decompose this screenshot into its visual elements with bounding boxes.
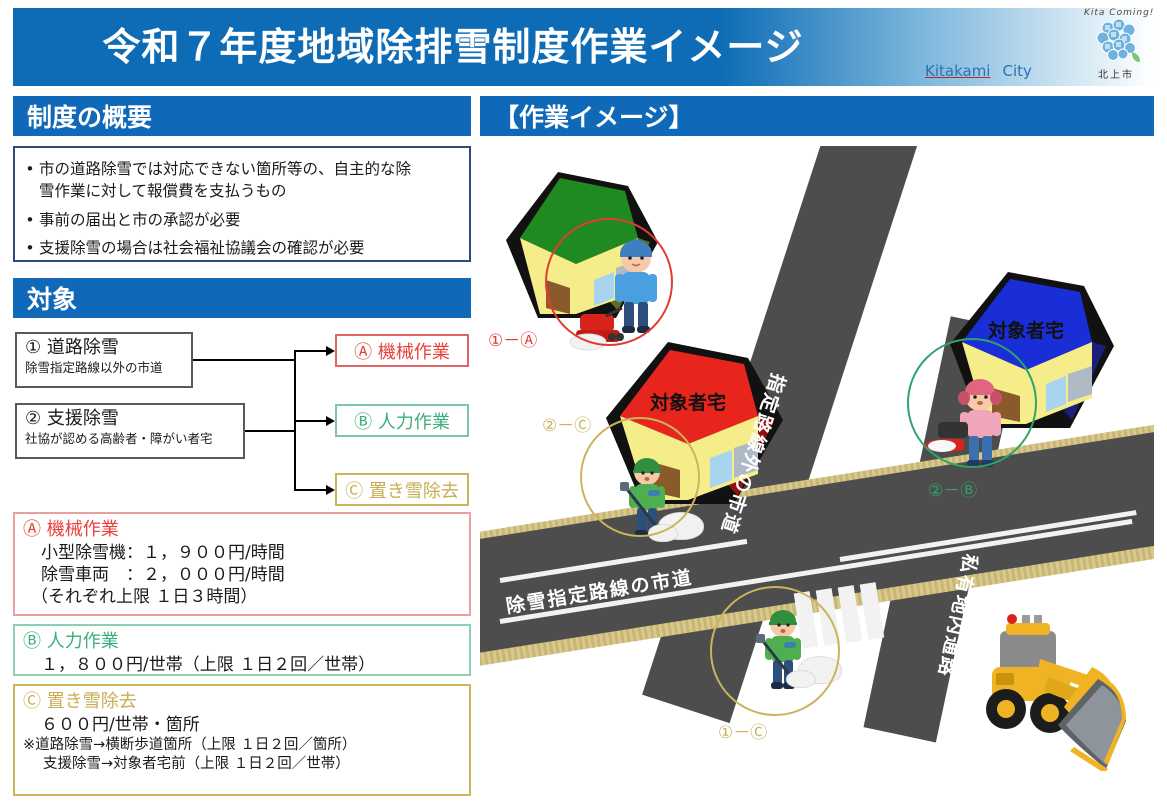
bullet-icon: • [25,239,35,258]
flow-source-support-snow-removal: ② 支援除雪 社協が認める高齢者・障がい者宅 [15,403,245,459]
house-label-red: 対象者宅 [650,392,727,414]
highlight-circle-2c [580,417,700,537]
fee-c-heading: Ⓒ 置き雪除去 [23,691,137,712]
bullet-icon: • [25,210,35,229]
section-heading-overview-label: 制度の概要 [27,103,153,132]
flow-dest-machine-work: Ⓐ 機械作業 [335,334,469,367]
overview-bullet-1-line-1: 市の道路除雪では対応できない箇所等の、自主的な除 [39,160,412,178]
flow-connector-line [193,359,295,361]
flow-source-1-title: ① 道路除雪 [25,337,119,358]
section-heading-target: 対象 [13,278,471,318]
wheel-loader-snowplow [978,601,1154,773]
section-heading-overview: 制度の概要 [13,96,471,136]
city-logo: Kita Coming! 北上市 [1082,6,1154,84]
overview-bullet-1-text: 市の道路除雪では対応できない箇所等の、自主的な除 雪作業に対して報償費を支払うも… [39,158,461,203]
arrow-icon [326,346,335,356]
flow-branch-line-b [294,420,330,422]
overview-bullet-1-line-2: 雪作業に対して報償費を支払うもの [39,182,287,201]
fee-box-manual-work: Ⓑ 人力作業 １，８００円/世帯（上限 １日２回／世帯） [13,624,471,676]
highlight-circle-1c [710,586,840,716]
fee-b-heading: Ⓑ 人力作業 [23,631,119,652]
overview-bullet-2-text: 事前の届出と市の承認が必要 [39,210,241,229]
city-name-kitakami: Kitakami [925,62,991,80]
fee-box-machine-work: Ⓐ 機械作業 小型除雪機：１，９００円/時間 除雪車両 ：２，０００円/時間 （… [13,512,471,616]
highlight-circle-2b [907,338,1037,468]
work-image-illustration: 対象者宅 対象者宅 [480,146,1154,796]
flow-dest-manual-work: Ⓑ 人力作業 [335,404,469,437]
fee-a-line-2: 除雪車両 ：２，０００円/時間 [41,565,285,586]
flow-dest-left-snow-removal: Ⓒ 置き雪除去 [335,473,469,506]
flow-source-2-title: ② 支援除雪 [25,408,119,429]
flow-source-road-snow-removal: ① 道路除雪 除雪指定路線以外の市道 [15,332,193,388]
annotation-tag-1c: ①－Ⓒ [718,723,768,743]
logo-city-jp: 北上市 [1098,70,1134,81]
flow-branch-line-a [294,350,330,352]
overview-bullet-2: • 事前の届出と市の承認が必要 [21,209,461,231]
section-heading-target-label: 対象 [27,285,78,314]
overview-bullet-3: • 支援除雪の場合は社会福祉協議会の確認が必要 [21,237,461,259]
annotation-tag-1a: ①－Ⓐ [488,331,538,351]
fee-a-heading: Ⓐ 機械作業 [23,519,119,540]
overview-bullet-3-text: 支援除雪の場合は社会福祉協議会の確認が必要 [39,239,365,258]
fee-a-line-3: （それぞれ上限 １日３時間） [31,587,258,608]
flow-source-1-sub: 除雪指定路線以外の市道 [25,359,163,375]
flow-chart: ① 道路除雪 除雪指定路線以外の市道 ② 支援除雪 社協が認める高齢者・障がい者… [13,330,471,510]
fee-c-note-2: 支援除雪→対象者宅前（上限 １日２回／世帯） [43,756,350,773]
fee-c-note-1: ※道路除雪→横断歩道箇所（上限 １日２回／箇所） [23,737,357,754]
flow-source-2-sub: 社協が認める高齢者・障がい者宅 [25,430,213,446]
city-name-city: City [1002,62,1032,80]
overview-box: • 市の道路除雪では対応できない箇所等の、自主的な除 雪作業に対して報償費を支払… [13,146,471,262]
logo-arc-text: Kita Coming! [1084,8,1155,18]
page-title: 令和７年度地域除排雪制度作業イメージ [102,25,804,69]
hydrangea-logo-icon [1096,18,1140,62]
bullet-icon: • [25,160,35,178]
fee-a-line-1: 小型除雪機：１，９００円/時間 [41,543,285,564]
header-band [13,8,1154,86]
fee-b-line-1: １，８００円/世帯（上限 １日２回／世帯） [41,655,376,676]
section-heading-work-image: 【作業イメージ】 [480,96,1154,136]
annotation-tag-2c: ②－Ⓒ [542,416,592,436]
arrow-icon [326,416,335,426]
highlight-circle-1a [545,218,673,346]
city-name-english: Kitakami City [925,62,1075,82]
overview-bullet-1: • 市の道路除雪では対応できない箇所等の、自主的な除 雪作業に対して報償費を支払… [21,158,461,203]
fee-box-left-snow-removal: Ⓒ 置き雪除去 ６００円/世帯・箇所 ※道路除雪→横断歩道箇所（上限 １日２回／… [13,684,471,796]
flow-branch-line-c [294,489,330,491]
annotation-tag-2b: ②－Ⓑ [928,481,978,501]
arrow-icon [326,485,335,495]
section-heading-work-image-label: 【作業イメージ】 [494,103,694,132]
flow-connector-line [245,430,295,432]
house-label-blue: 対象者宅 [988,320,1065,342]
fee-c-line-1: ６００円/世帯・箇所 [41,715,200,736]
